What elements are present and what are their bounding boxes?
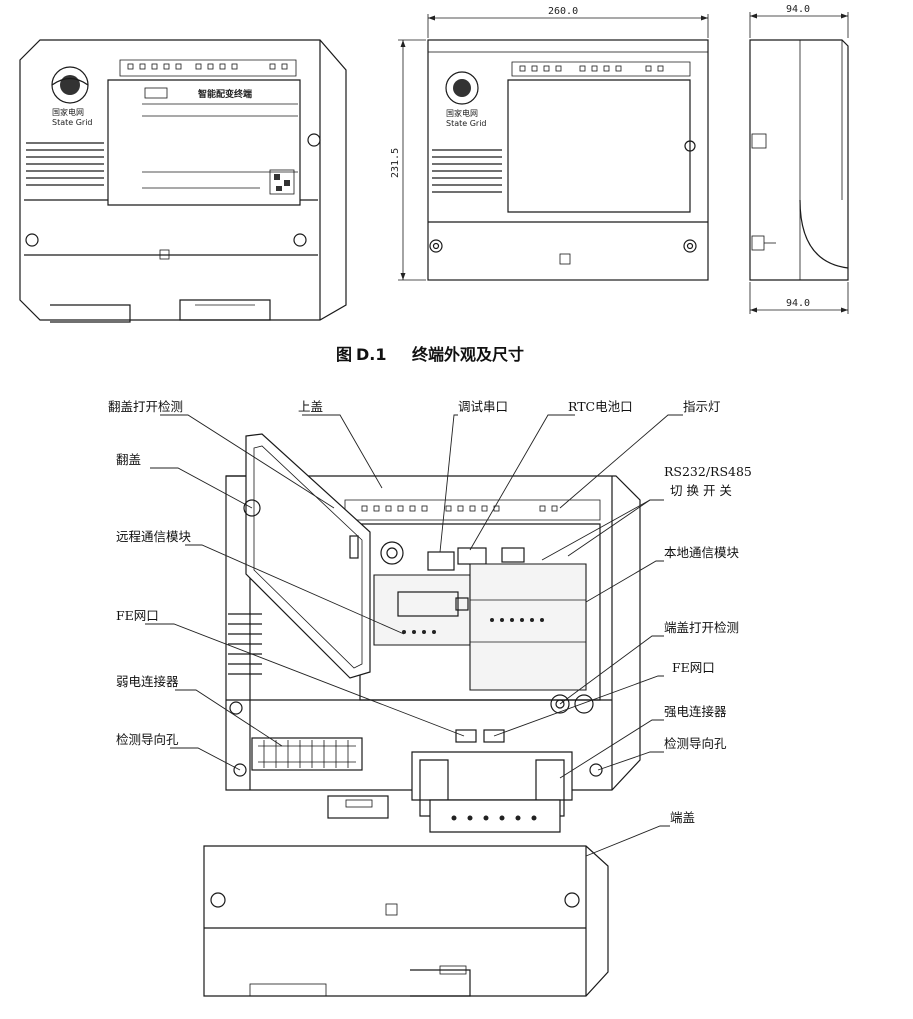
callout-labels: 翻盖打开检测 上盖 调试串口 RTC电池口 指示灯 RS232/RS485 切 … [108, 399, 752, 825]
side-view: 94.0 94.0 [749, 4, 849, 314]
label-flip-cover: 翻盖 [116, 452, 141, 467]
label-guide-hole-right: 检测导向孔 [664, 736, 727, 751]
label-strong-connector: 强电连接器 [664, 704, 727, 719]
label-terminal-open-detect: 端盖打开检测 [664, 620, 739, 635]
exploded-view [225, 433, 641, 833]
state-grid-logo-icon [445, 71, 479, 105]
dim-depth-top: 94.0 [786, 4, 810, 15]
label-remote-module: 远程通信模块 [116, 529, 192, 544]
weak-connector-pins [251, 737, 363, 771]
label-rtc-battery: RTC电池口 [568, 399, 633, 414]
caption-prefix: 图 [336, 345, 352, 364]
label-debug-serial: 调试串口 [458, 399, 508, 414]
dim-width-front: 260.0 [548, 6, 578, 17]
callout-leaders [145, 414, 683, 857]
label-lid-open-detect: 翻盖打开检测 [108, 399, 183, 414]
brand-cn-label: 国家电网 [52, 107, 84, 117]
vent-slots [26, 142, 104, 186]
dim-height-front: 231.5 [390, 148, 401, 178]
vent-slots-exploded [228, 613, 262, 675]
label-local-module: 本地通信模块 [664, 545, 740, 560]
brand-en-label-front: State Grid [446, 119, 487, 128]
label-guide-hole-left: 检测导向孔 [116, 732, 179, 747]
state-grid-logo-icon [51, 66, 89, 104]
caption-number: D.1 [356, 345, 387, 364]
label-rs-switch-1: RS232/RS485 [664, 464, 752, 479]
label-indicator: 指示灯 [683, 399, 721, 414]
figure-caption: 图 D.1 终端外观及尺寸 [336, 345, 524, 364]
led-row [127, 63, 288, 70]
brand-cn-label-front: 国家电网 [446, 108, 478, 118]
label-fe-port-left: FE网口 [116, 608, 159, 623]
end-cover-drawing [203, 845, 609, 997]
dim-depth-bottom: 94.0 [786, 298, 810, 309]
isometric-view: 国家电网 State Grid 智能配变终端 [19, 39, 347, 323]
front-view: 国家电网 State Grid 260.0 231.5 [390, 6, 709, 281]
label-top-cover: 上盖 [298, 399, 323, 414]
label-fe-port-right: FE网口 [672, 660, 715, 675]
label-rs-switch-2: 切 换 开 关 [670, 483, 732, 498]
label-end-cover: 端盖 [670, 810, 695, 825]
device-title: 智能配变终端 [198, 88, 252, 100]
vent-slots-front [432, 149, 502, 193]
label-weak-connector: 弱电连接器 [116, 674, 179, 689]
brand-en-label: State Grid [52, 118, 93, 127]
caption-text: 终端外观及尺寸 [412, 345, 524, 364]
